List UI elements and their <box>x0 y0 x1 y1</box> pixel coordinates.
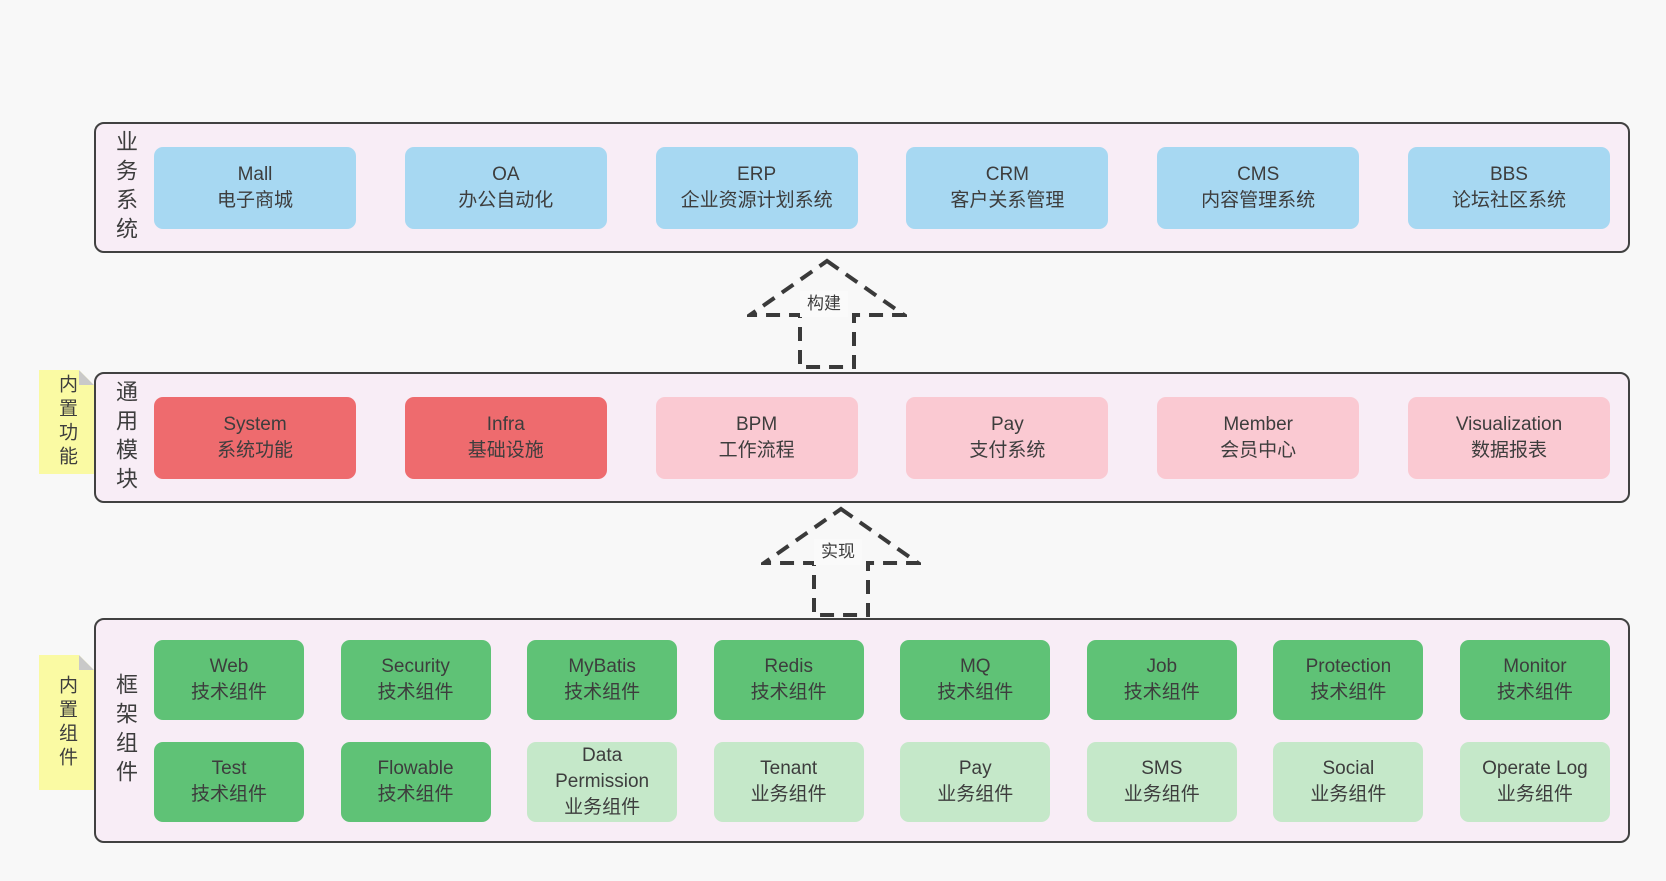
box-security: Security 技术组件 <box>340 639 491 720</box>
layer-label-business: 业务系统 <box>96 124 154 251</box>
sticky-note-built-in-features: 内置功能 <box>39 370 94 474</box>
box-bbs: BBS 论坛社区系统 <box>1407 146 1610 229</box>
layer-label-modules-text: 通用模块 <box>113 379 138 496</box>
box-flowable: Flowable 技术组件 <box>340 741 491 822</box>
box-test: Test 技术组件 <box>154 741 304 822</box>
box-pay-component: Pay 业务组件 <box>900 741 1051 822</box>
box-operate-log: Operate Log 业务组件 <box>1459 741 1610 822</box>
layer-label-modules: 通用模块 <box>96 374 154 501</box>
sticky-note-built-in-components: 内置组件 <box>39 655 94 790</box>
note-components-text: 内置组件 <box>56 674 77 771</box>
build-up-arrow-icon <box>747 258 907 369</box>
component-rows: Web 技术组件 Security 技术组件 MyBatis 技术组件 Redi… <box>154 620 1628 841</box>
layer-label-components-text: 框架组件 <box>113 672 138 789</box>
box-bpm: BPM 工作流程 <box>655 396 858 479</box>
box-erp: ERP 企业资源计划系统 <box>655 146 858 229</box>
implement-arrow-label: 实现 <box>814 539 862 566</box>
box-mall: Mall 电子商城 <box>154 146 356 229</box>
framework-components-layer: 框架组件 Web 技术组件 Security 技术组件 MyBatis 技术组件… <box>94 618 1630 843</box>
note-fold-corner-icon <box>79 370 94 385</box>
module-boxes: System 系统功能 Infra 基础设施 BPM 工作流程 Pay 支付系统… <box>154 374 1628 501</box>
box-oa: OA 办公自动化 <box>404 146 607 229</box>
box-web: Web 技术组件 <box>154 639 304 720</box>
layer-label-components: 框架组件 <box>96 620 154 841</box>
box-social: Social 业务组件 <box>1273 741 1424 822</box>
box-mybatis: MyBatis 技术组件 <box>527 639 678 720</box>
box-job: Job 技术组件 <box>1086 639 1237 720</box>
box-cms: CMS 内容管理系统 <box>1157 146 1360 229</box>
note-features-text: 内置功能 <box>56 374 77 470</box>
component-row-business: Test 技术组件 Flowable 技术组件 Data Permission … <box>154 741 1610 822</box>
implement-up-arrow-icon <box>761 506 921 617</box>
common-modules-layer: 通用模块 System 系统功能 Infra 基础设施 BPM 工作流程 Pay… <box>94 372 1630 503</box>
business-boxes: Mall 电子商城 OA 办公自动化 ERP 企业资源计划系统 CRM 客户关系… <box>154 124 1628 251</box>
box-infra: Infra 基础设施 <box>404 396 607 479</box>
box-redis: Redis 技术组件 <box>713 639 864 720</box>
box-pay: Pay 支付系统 <box>906 396 1109 479</box>
box-monitor: Monitor 技术组件 <box>1459 639 1610 720</box>
box-sms: SMS 业务组件 <box>1086 741 1237 822</box>
box-mq: MQ 技术组件 <box>900 639 1051 720</box>
box-tenant: Tenant 业务组件 <box>713 741 864 822</box>
layer-label-business-text: 业务系统 <box>113 129 138 246</box>
note-fold-corner-icon <box>79 655 94 670</box>
box-member: Member 会员中心 <box>1157 396 1360 479</box>
box-data-permission: Data Permission 业务组件 <box>527 741 678 822</box>
box-system: System 系统功能 <box>154 396 356 479</box>
box-visualization: Visualization 数据报表 <box>1407 396 1610 479</box>
component-row-technical: Web 技术组件 Security 技术组件 MyBatis 技术组件 Redi… <box>154 639 1610 720</box>
box-protection: Protection 技术组件 <box>1273 639 1424 720</box>
build-arrow-label: 构建 <box>800 291 848 318</box>
business-systems-layer: 业务系统 Mall 电子商城 OA 办公自动化 ERP 企业资源计划系统 CRM… <box>94 122 1630 253</box>
box-crm: CRM 客户关系管理 <box>906 146 1109 229</box>
